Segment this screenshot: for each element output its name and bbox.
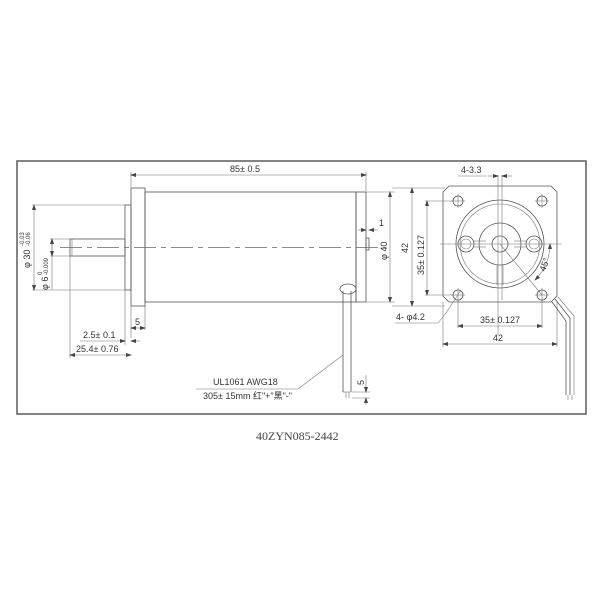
dim-body-diameter: φ 40 xyxy=(379,242,389,260)
motor-body xyxy=(144,191,357,303)
drawing-frame xyxy=(16,160,587,415)
wire-spec-line2: 305± 15mm 红"+"黑"-" xyxy=(203,390,292,401)
dim-shaft-tol-upper: 0 xyxy=(38,271,44,275)
dim-pilot-length: 2.5± 0.1 xyxy=(83,330,115,340)
dim-flange-width: 42 xyxy=(493,333,503,343)
front-view: 45° 4-3.3 35± 0.127 35± 0.127 42 4- φ4.2 xyxy=(395,165,575,400)
dim-shaft-tol-lower: -0.009 xyxy=(44,257,50,275)
mount-hole-tl xyxy=(451,194,465,208)
dim-strip-length: 5 xyxy=(356,380,366,385)
dim-length: 85± 0.5 xyxy=(230,164,260,174)
motor-flange xyxy=(130,187,146,307)
dim-pilot-tol-upper: -0.03 xyxy=(20,232,26,246)
dim-slot-holes: 4-3.3 xyxy=(461,165,482,175)
dim-mount-holes: 4- φ4.2 xyxy=(396,312,425,322)
front-flange-outline xyxy=(442,185,558,303)
dim-flange-thickness: 5 xyxy=(135,317,140,327)
front-wire-1 xyxy=(554,298,571,395)
rear-bearing-bump xyxy=(365,237,370,251)
dim-pilot-tol-lower: -0.06 xyxy=(26,232,32,246)
dim-flange-height: 42 xyxy=(400,243,410,253)
rear-end-cap xyxy=(355,191,367,303)
front-wire-2 xyxy=(551,301,567,395)
dim-angle: 45° xyxy=(537,256,551,273)
dim-shaft-length: 25.4± 0.76 xyxy=(76,344,118,354)
dim-hole-spacing-horizontal: 35± 0.127 xyxy=(480,315,520,325)
model-number: 40ZYN085-2442 xyxy=(256,429,339,443)
dim-shaft-diameter: φ 6 xyxy=(40,277,50,290)
wire-grommet xyxy=(339,283,357,295)
mount-hole-tr xyxy=(535,194,549,208)
dim-endcap-offset: 1 xyxy=(379,218,384,228)
dim-hole-spacing-vertical: 35± 0.127 xyxy=(416,235,426,275)
side-view: 85± 0.5 φ 40 42 1 φ 30 -0.03 -0.06 φ 6 xyxy=(20,164,445,405)
dim-pilot-diameter: φ 30 xyxy=(22,250,32,268)
wire-spec-line1: UL1061 AWG18 xyxy=(213,377,278,387)
